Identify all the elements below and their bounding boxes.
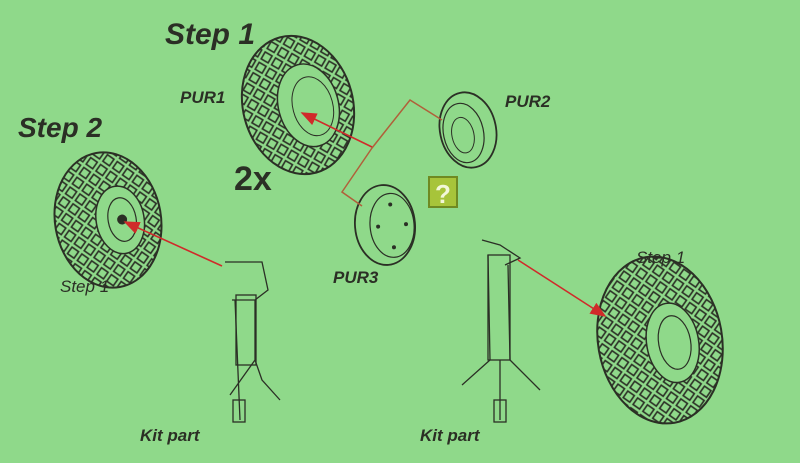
connector-lines bbox=[340, 99, 443, 207]
hub-pur2 bbox=[438, 91, 498, 169]
kit-part-right-label: Kit part bbox=[420, 426, 480, 445]
tire-pur1 bbox=[240, 34, 356, 176]
quantity-label: 2x bbox=[234, 160, 272, 198]
question-mark-icon: ? bbox=[428, 176, 458, 209]
step1-left-label: Step 1 bbox=[60, 277, 110, 296]
step1-top-label: Step 1 bbox=[165, 18, 256, 51]
pur1-label: PUR1 bbox=[180, 88, 226, 107]
step2-label: Step 2 bbox=[18, 112, 103, 143]
step1-right-label: Step 1 bbox=[636, 248, 686, 267]
kit-part-left-label: Kit part bbox=[140, 426, 200, 445]
arrow-step2 bbox=[123, 221, 223, 267]
hub-pur3 bbox=[354, 184, 416, 266]
tire-final bbox=[596, 255, 724, 425]
arrow-final bbox=[517, 259, 607, 317]
pur3-label: PUR3 bbox=[333, 268, 379, 287]
pur2-label: PUR2 bbox=[505, 92, 551, 111]
strut-left bbox=[225, 261, 281, 423]
tire-step2 bbox=[53, 151, 163, 289]
strut-right bbox=[461, 239, 541, 423]
arrow-pur1 bbox=[300, 112, 373, 148]
